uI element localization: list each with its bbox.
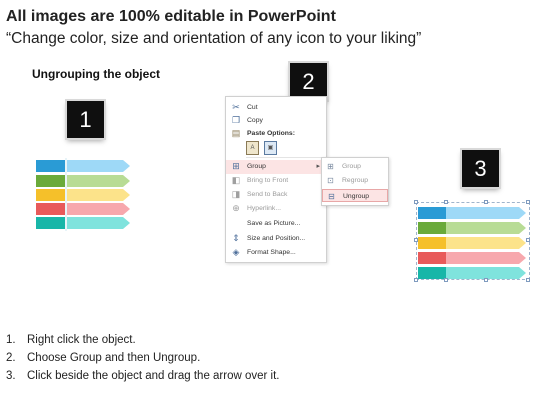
copy-icon: ❐ [231,115,241,125]
menu-item-group[interactable]: ⊞ Group ▸ [226,160,326,174]
paste-icon: ▤ [231,128,241,138]
hyperlink-icon: ⊕ [232,203,240,213]
paste-option-icon[interactable]: A [246,141,259,155]
tab-green[interactable] [36,175,65,187]
step-2-badge: 2 [290,63,327,100]
menu-item-bring-to-front[interactable]: ◧ Bring to Front [231,175,289,185]
arrow-bar-blue-selected[interactable] [446,207,526,219]
tab-yellow-selected[interactable] [418,237,446,249]
selection-handle[interactable] [526,278,530,282]
page-subtitle: “Change color, size and orientation of a… [6,30,422,47]
step-3-badge: 3 [462,150,499,187]
arrow-bar-red-selected[interactable] [446,252,526,264]
arrow-bar-green-selected[interactable] [446,222,526,234]
size-position-icon: ⇕ [232,233,240,243]
paste-picture-icon[interactable]: ▣ [264,141,277,155]
tab-teal[interactable] [36,217,65,229]
context-menu: ✂ Cut ❐ Copy ▤ Paste Options: ⊞ Group ▸ … [225,96,327,263]
submenu-caret-icon: ▸ [316,163,320,170]
tab-teal-selected[interactable] [418,267,446,279]
tab-red[interactable] [36,203,65,215]
instruction-item: 3.Click beside the object and drag the a… [6,370,280,382]
tab-blue-selected[interactable] [418,207,446,219]
submenu-item-regroup[interactable]: ⊡ Regroup [327,176,369,185]
section-title: Ungrouping the object [32,67,160,81]
tab-red-selected[interactable] [418,252,446,264]
menu-item-cut[interactable]: ✂ Cut [232,102,258,112]
format-shape-icon: ◈ [232,247,240,257]
selection-handle[interactable] [484,278,488,282]
step-1-badge: 1 [67,101,104,138]
menu-item-size-and-position[interactable]: ⇕ Size and Position... [232,233,306,243]
instruction-item: 2.Choose Group and then Ungroup. [6,352,201,364]
tab-green-selected[interactable] [418,222,446,234]
selection-handle[interactable] [444,278,448,282]
send-back-icon: ◨ [231,189,241,199]
group-icon: ⊞ [327,162,334,171]
selection-handle[interactable] [414,278,418,282]
tab-yellow[interactable] [36,189,65,201]
menu-item-format-shape[interactable]: ◈ Format Shape... [232,247,296,257]
arrow-bar-teal-selected[interactable] [446,267,526,279]
divider-line [65,158,67,231]
selection-handle[interactable] [414,200,418,204]
bring-front-icon: ◧ [231,175,241,185]
instruction-item: 1.Right click the object. [6,334,136,346]
menu-item-copy[interactable]: ❐ Copy [231,115,263,125]
selection-handle[interactable] [414,238,418,242]
selection-handle[interactable] [444,200,448,204]
tab-blue[interactable] [36,160,65,172]
selection-handle[interactable] [526,238,530,242]
menu-item-paste-options: ▤ Paste Options: [231,128,295,138]
submenu-item-group[interactable]: ⊞ Group [327,162,361,171]
selection-box [416,202,530,280]
submenu-item-ungroup[interactable]: ⊟ Ungroup [322,189,388,202]
regroup-icon: ⊡ [327,176,334,185]
selection-handle[interactable] [526,200,530,204]
arrow-bar-yellow-selected[interactable] [446,237,526,249]
group-submenu: ⊞ Group ⊡ Regroup ⊟ Ungroup [321,157,389,206]
page-title: All images are 100% editable in PowerPoi… [6,8,336,25]
menu-item-save-as-picture[interactable]: Save as Picture... [247,220,301,227]
selection-handle[interactable] [484,200,488,204]
cut-icon: ✂ [232,102,240,112]
ungroup-icon: ⊟ [328,192,335,201]
group-icon: ⊞ [232,161,240,171]
instructions-list: 1.Right click the object. 2.Choose Group… [6,331,280,385]
menu-item-send-to-back[interactable]: ◨ Send to Back [231,189,288,199]
menu-separator [246,157,326,158]
menu-item-hyperlink[interactable]: ⊕ Hyperlink... [232,203,281,213]
